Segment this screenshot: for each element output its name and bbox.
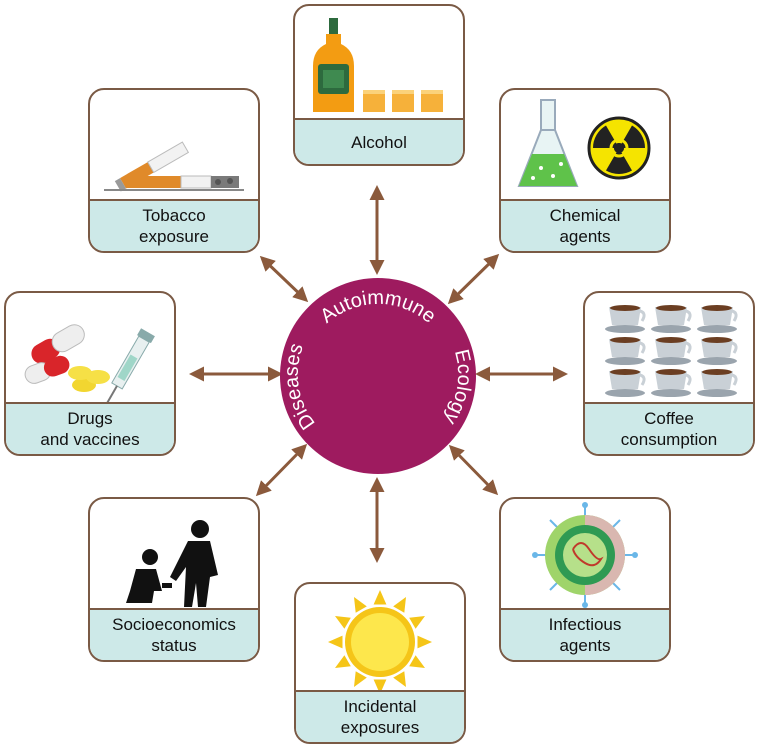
factor-card-socio: Socioeconomics status — [88, 497, 260, 662]
sun-ray — [328, 635, 343, 649]
factor-card-tobacco: Tobacco exposure — [88, 88, 260, 253]
coffee-cup-icon — [651, 337, 692, 365]
people-icon — [126, 520, 218, 607]
coffee-cup-icon — [651, 369, 692, 397]
coffee-cup-icon — [697, 337, 738, 365]
sun-ray — [354, 597, 367, 613]
sun-ray — [335, 655, 351, 668]
factor-card-chemical: Chemical agents — [499, 88, 671, 253]
arrow-tobacco — [259, 255, 309, 303]
sun-ray — [354, 671, 367, 687]
sun-ray — [335, 616, 351, 629]
coffee-cup-icon — [605, 369, 646, 397]
sun-ray — [409, 616, 425, 629]
coffee-cup-icon — [605, 305, 646, 333]
coffee-cup-icon — [697, 369, 738, 397]
arrow-infectious — [448, 444, 499, 496]
factor-card-incidental: Incidental exposures — [294, 582, 466, 744]
flask-and-radiation-icon — [517, 99, 651, 187]
sun-ray — [409, 655, 425, 668]
coffee-cup-icon — [605, 337, 646, 365]
sun-core — [351, 613, 409, 671]
cigarette-icon — [104, 141, 244, 192]
sun-ray — [373, 679, 387, 694]
virus-icon — [532, 502, 638, 608]
coffee-cup-icon — [651, 305, 692, 333]
factor-label-coffee: Coffee consumption — [585, 402, 753, 454]
factor-card-alcohol: Alcohol — [293, 4, 465, 166]
hub-disc — [280, 278, 476, 474]
factor-label-infectious: Infectious agents — [501, 608, 669, 660]
coffee-cups-icon — [605, 305, 738, 397]
factor-label-tobacco: Tobacco exposure — [90, 199, 258, 251]
bottle-and-glasses-icon — [313, 18, 443, 112]
factor-label-socio: Socioeconomics status — [90, 608, 258, 660]
sun-icon — [328, 590, 432, 694]
sun-ray — [393, 671, 406, 687]
sun-ray — [417, 635, 432, 649]
factor-label-drugs: Drugs and vaccines — [6, 402, 174, 454]
sun-ray — [373, 590, 387, 605]
factor-label-chemical: Chemical agents — [501, 199, 669, 251]
coffee-cup-icon — [697, 305, 738, 333]
pills-and-syringe-icon — [24, 324, 155, 406]
sun-ray — [393, 597, 406, 613]
arrow-socio — [255, 443, 308, 497]
factor-card-infectious: Infectious agents — [499, 497, 671, 662]
arrow-chemical — [447, 253, 500, 305]
factor-card-coffee: Coffee consumption — [583, 291, 755, 456]
factor-label-alcohol: Alcohol — [295, 118, 463, 164]
factor-label-incidental: Incidental exposures — [296, 690, 464, 742]
factor-card-drugs: Drugs and vaccines — [4, 291, 176, 456]
